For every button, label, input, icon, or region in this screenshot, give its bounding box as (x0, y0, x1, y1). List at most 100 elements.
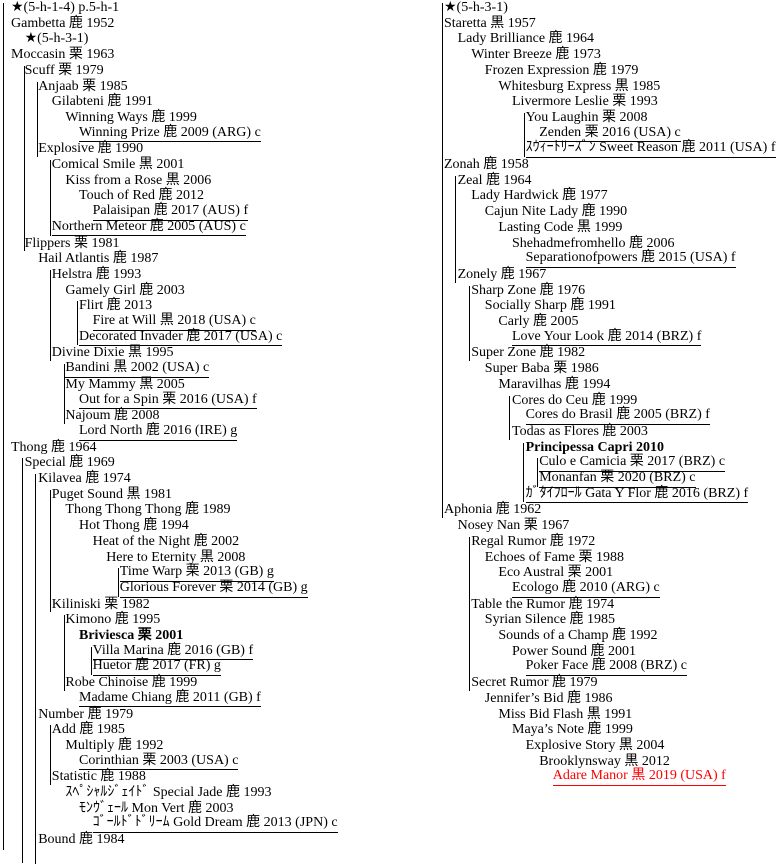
horse-entry: Lasting Code 黒 1999 (498, 219, 623, 235)
tree-connector-line (37, 81, 38, 157)
horse-entry: ｶﾞﾀｲﾌﾛｰﾙ Gata Y Flor 鹿 2016 (BRZ) f (525, 486, 749, 504)
horse-entry: Super Zone 鹿 1982 (471, 345, 586, 361)
horse-entry: Cajun Nite Lady 鹿 1990 (484, 204, 628, 220)
horse-entry: Culo e Camicia 栗 2017 (BRZ) c (539, 455, 726, 472)
horse-entry: Flirt 鹿 2013 (79, 298, 153, 314)
horse-entry: ｽｳｨｰﾄﾘｰｽﾞﾝ Sweet Reason 鹿 2011 (USA) f (525, 141, 776, 158)
horse-entry: Winter Breeze 鹿 1973 (471, 47, 601, 63)
tree-connector-line (442, 3, 443, 519)
horse-entry: Explosive Story 黒 2004 (525, 737, 665, 753)
horse-entry: Time Warp 栗 2013 (GB) g (119, 565, 274, 582)
horse-entry: Palaisipan 鹿 2017 (AUS) f (92, 203, 249, 221)
horse-entry: Frozen Expression 鹿 1979 (484, 62, 639, 78)
horse-entry: Bandini 黒 2002 (USA) c (65, 360, 210, 378)
tree-connector-line (91, 646, 92, 676)
tree-connector-line (469, 536, 470, 691)
horse-entry: Hot Thong 鹿 1994 (79, 518, 189, 534)
horse-entry: Secret Rumor 鹿 1979 (471, 675, 598, 691)
horse-entry: Maravilhas 鹿 1994 (498, 376, 611, 392)
horse-entry: Robe Chinoise 鹿 1999 (65, 675, 198, 691)
horse-entry: Aphonia 鹿 1962 (444, 502, 542, 518)
horse-entry: Brooklynsway 黒 2012 (539, 753, 670, 769)
tree-connector-line (469, 285, 470, 362)
horse-entry: Heat of the Night 鹿 2002 (92, 533, 240, 549)
horse-entry: Poker Face 鹿 2008 (BRZ) c (525, 659, 687, 677)
horse-entry: Separationofpowers 鹿 2015 (USA) f (525, 251, 736, 268)
horse-entry: Comical Smile 黒 2001 (51, 157, 185, 172)
horse-entry: ｽﾍﾟｼｬﾙｼﾞｪｲﾄﾞ Special Jade 鹿 1993 (65, 785, 272, 800)
tree-connector-line (24, 65, 25, 252)
horse-entry: Super Baba 栗 1986 (484, 361, 599, 377)
horse-entry: Maya’s Note 鹿 1999 (512, 722, 633, 738)
tree-connector-line (118, 568, 119, 597)
horse-entry: Todas as Flores 鹿 2003 (512, 423, 648, 439)
horse-entry: My Mammy 黒 2005 (65, 376, 185, 392)
horse-entry: Moccasin 栗 1963 (11, 47, 115, 63)
horse-entry: Syrian Silence 鹿 1985 (484, 612, 616, 628)
tree-connector-line (523, 442, 524, 503)
horse-entry: Lady Hardwick 鹿 1977 (471, 188, 608, 204)
horse-entry: ｺﾞｰﾙﾄﾞﾄﾞﾘｰﾑ Gold Dream 鹿 2013 (JPN) c (92, 816, 338, 834)
horse-entry: Divine Dixie 黒 1995 (51, 345, 174, 361)
horse-entry: Anjaab 栗 1985 (38, 78, 128, 94)
horse-entry: Gilabteni 鹿 1991 (51, 94, 153, 110)
tree-connector-line (50, 725, 51, 785)
horse-entry: Villa Marina 鹿 2016 (GB) f (92, 643, 254, 661)
tree-connector-line (50, 489, 51, 613)
horse-entry: Ecologo 鹿 2010 (ARG) c (512, 580, 660, 598)
horse-entry: Decorated Invader 鹿 2017 (USA) c (79, 329, 283, 347)
horse-entry: Huetor 鹿 2017 (FR) g (92, 659, 221, 677)
horse-entry: Nosey Nan 栗 1967 (457, 518, 570, 534)
highlighted-horse-entry: Adare Manor 黒 2019 (USA) f (552, 769, 726, 786)
horse-entry: Gamely Girl 鹿 2003 (65, 282, 185, 298)
horse-entry: ﾓﾝｳﾞｪｰﾙ Mon Vert 鹿 2003 (79, 800, 234, 816)
horse-entry: Bound 鹿 1984 (38, 832, 125, 848)
horse-entry: Miss Bid Flash 黒 1991 (498, 706, 633, 722)
horse-entry: Jennifer’s Bid 鹿 1986 (484, 690, 613, 706)
tree-connector-line (77, 301, 78, 346)
horse-entry: Out for a Spin 栗 2016 (USA) f (79, 392, 257, 410)
horse-entry: Lord North 鹿 2016 (IRE) g (79, 423, 238, 441)
horse-entry: Kiliniski 栗 1982 (51, 596, 150, 612)
horse-entry: Special 鹿 1969 (24, 455, 115, 471)
tree-connector-line (64, 364, 65, 424)
horse-entry: Corinthian 栗 2003 (USA) c (79, 753, 239, 771)
horse-entry: Socially Sharp 鹿 1991 (484, 298, 616, 314)
horse-entry: Northern Meteor 鹿 2005 (AUS) c (51, 219, 246, 237)
tree-connector-line (455, 175, 456, 283)
horse-entry: Sharp Zone 鹿 1976 (471, 282, 586, 298)
horse-entry: Monanfan 栗 2020 (BRZ) c (539, 470, 696, 488)
horse-entry: Table the Rumor 鹿 1974 (471, 596, 615, 612)
tree-connector-line (524, 112, 525, 157)
horse-entry: Sounds of a Champ 鹿 1992 (498, 628, 658, 643)
horse-entry: Gambetta 鹿 1952 (11, 15, 115, 31)
horse-entry: Number 鹿 1979 (38, 706, 134, 722)
horse-entry: Lady Brilliance 鹿 1964 (457, 31, 595, 47)
horse-entry: Zeal 鹿 1964 (457, 172, 532, 188)
tree-connector-line (50, 160, 51, 236)
horse-entry: Thong Thong Thong 鹿 1989 (65, 502, 231, 518)
horse-entry: ★(5-h-3-1) (444, 0, 508, 15)
horse-entry: Here to Eternity 黒 2008 (106, 549, 246, 565)
horse-entry: Glorious Forever 栗 2014 (GB) g (119, 580, 308, 598)
tree-connector-line (3, 3, 4, 850)
horse-entry: Add 鹿 1985 (51, 722, 125, 738)
horse-entry: Zenden 栗 2016 (USA) c (539, 125, 681, 143)
horse-entry: Fire at Will 黒 2018 (USA) c (92, 313, 256, 331)
horse-entry: Echoes of Fame 栗 1988 (484, 549, 624, 565)
horse-entry: Thong 鹿 1964 (11, 439, 97, 455)
horse-entry: Touch of Red 鹿 2012 (79, 188, 205, 204)
horse-entry: Helstra 鹿 1993 (51, 266, 142, 282)
horse-entry: Najoum 鹿 2008 (65, 408, 160, 424)
horse-entry: Shehadmefromhello 鹿 2006 (512, 235, 675, 251)
horse-entry: ★(5-h-1-4) p.5-h-1 (11, 0, 120, 15)
horse-entry: ★(5-h-3-1) (24, 31, 89, 47)
horse-entry: Cores do Brasil 鹿 2005 (BRZ) f (525, 408, 710, 425)
tree-connector-line (509, 395, 510, 440)
horse-entry: Scuff 栗 1979 (24, 62, 104, 78)
horse-entry: Multiply 鹿 1992 (65, 737, 164, 753)
horse-entry: Kimono 鹿 1995 (65, 612, 161, 628)
horse-entry: Madame Chiang 鹿 2011 (GB) f (79, 690, 261, 708)
horse-entry: Puget Sound 黒 1981 (51, 486, 172, 502)
horse-entry: Flippers 栗 1981 (24, 235, 120, 251)
